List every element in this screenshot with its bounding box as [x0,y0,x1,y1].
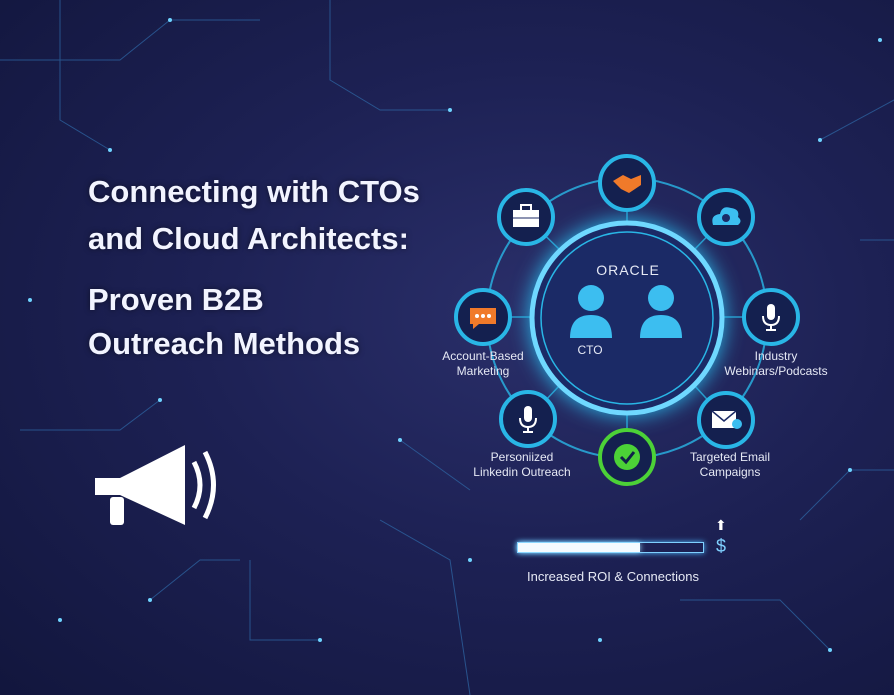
roi-progress-bar [517,542,704,553]
node-checkmark-chat-icon [598,428,656,486]
handshake-icon [613,175,641,193]
headline-line-1: Connecting with CTOs [88,174,420,209]
cloud-gear-icon [712,207,741,225]
subheadline-line-1: Proven B2B [88,282,264,317]
headline-line-2: and Cloud Architects: [88,221,409,256]
node-cloud-gear-icon [697,188,755,246]
roi-progress-fill [518,543,641,552]
node-microphone-icon [499,390,557,448]
node-chat-bubble-icon [454,288,512,346]
chat-bubble-icon [470,308,496,329]
oracle-logo: ORACLE [596,262,660,278]
microphone-icon [762,304,780,331]
roi-label: Increased ROI & Connections [527,569,699,584]
dollar-icon: $ [716,536,727,556]
architect-person-icon [640,285,682,338]
subheadline-line-2: Outreach Methods [88,326,361,361]
node-handshake-icon [598,154,656,212]
node-briefcase-icon [497,188,555,246]
headline: Connecting with CTOs and Cloud Architect… [88,168,420,262]
microphone-icon [519,406,537,433]
envelope-check-icon [711,410,742,429]
node-envelope-check-icon [697,391,755,449]
node-microphone-icon [742,288,800,346]
megaphone-icon [95,445,216,525]
cto-person-icon [570,285,612,338]
hub-ring [529,220,725,416]
cto-label: CTO [577,343,603,357]
subheadline: Proven B2B Outreach Methods [88,278,360,366]
briefcase-icon [513,204,539,227]
checkmark-chat-icon [614,444,640,470]
arrow-up-icon: ⬆ [715,517,727,533]
